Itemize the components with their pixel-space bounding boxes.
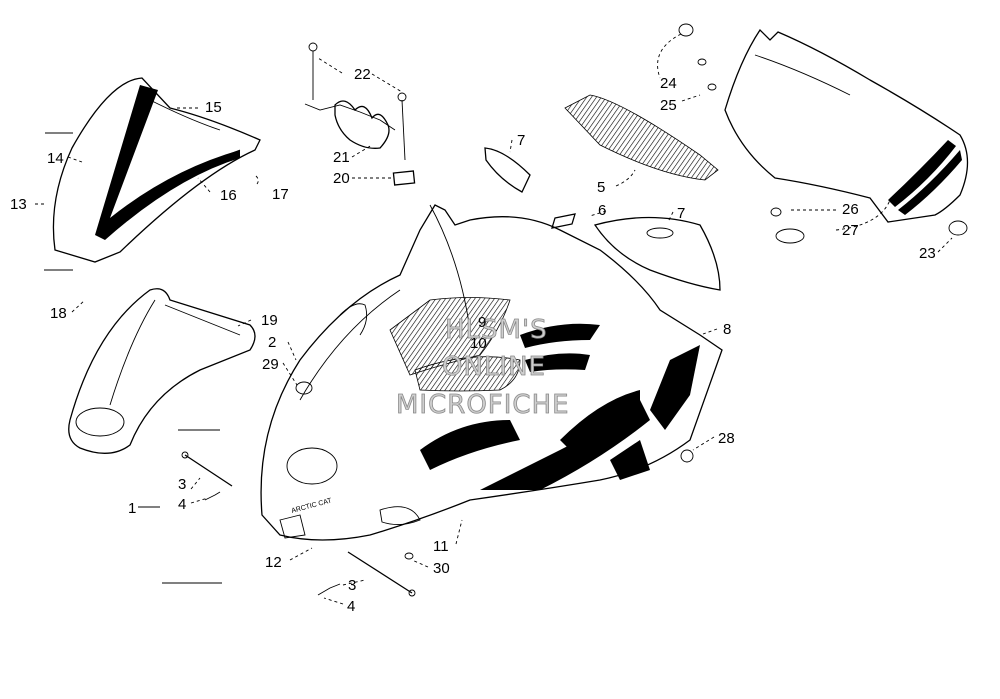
hood-drawing: ARCTIC CAT [260, 204, 723, 541]
spring-assembly-drawing [304, 42, 416, 186]
callout-8: 8 [723, 321, 731, 338]
callout-21: 21 [333, 149, 350, 166]
callout-1: 1 [128, 500, 136, 517]
callout-13: 13 [10, 196, 27, 213]
callout-6: 6 [598, 202, 606, 219]
callout-25: 25 [660, 97, 677, 114]
watermark-line2: ONLINE [442, 352, 546, 382]
rods-drawing [181, 451, 416, 597]
liner-drawing [68, 288, 256, 454]
callout-12: 12 [265, 554, 282, 571]
callout-17: 17 [272, 186, 289, 203]
leader-lines [35, 33, 953, 605]
callout-3a: 3 [178, 476, 186, 493]
callout-7-left: 7 [517, 132, 525, 149]
watermark-line3: MICROFICHE [396, 390, 570, 420]
windshield-drawing [724, 28, 969, 223]
callout-16: 16 [220, 187, 237, 204]
callout-20: 20 [333, 170, 350, 187]
callout-27: 27 [842, 222, 859, 239]
callout-11: 11 [433, 538, 449, 555]
callout-14: 14 [47, 150, 64, 167]
clip-drawing [551, 213, 576, 229]
callout-4b: 4 [347, 598, 355, 615]
callout-5: 5 [597, 179, 605, 196]
callout-7-right: 7 [677, 205, 685, 222]
brand-decal: ARCTIC CAT [291, 497, 334, 515]
callout-15: 15 [205, 99, 222, 116]
callout-24: 24 [660, 75, 677, 92]
callout-30: 30 [433, 560, 450, 577]
side-panel-drawing [593, 216, 721, 291]
windshield-fasteners-drawing [678, 23, 968, 463]
callout-29: 29 [262, 356, 279, 373]
callout-22: 22 [354, 66, 371, 83]
callout-26: 26 [842, 201, 859, 218]
callout-10: 10 [470, 335, 487, 352]
callout-2: 2 [268, 334, 276, 351]
callouts: 1 2 3 4 3 4 5 6 7 7 8 9 10 11 12 13 14 1… [10, 66, 936, 615]
callout-28: 28 [718, 430, 735, 447]
watermark-line1: HLSM'S [445, 315, 548, 345]
callout-23: 23 [919, 245, 936, 262]
callout-9: 9 [478, 314, 486, 331]
upper-panel-drawing [52, 77, 261, 263]
vent-grille-drawing [564, 94, 719, 181]
mirror-left-drawing [484, 147, 531, 193]
callout-3b: 3 [348, 577, 356, 594]
callout-19: 19 [261, 312, 278, 329]
watermark: HLSM'S ONLINE MICROFICHE [396, 315, 570, 421]
callout-4a: 4 [178, 496, 186, 513]
callout-18: 18 [50, 305, 67, 322]
